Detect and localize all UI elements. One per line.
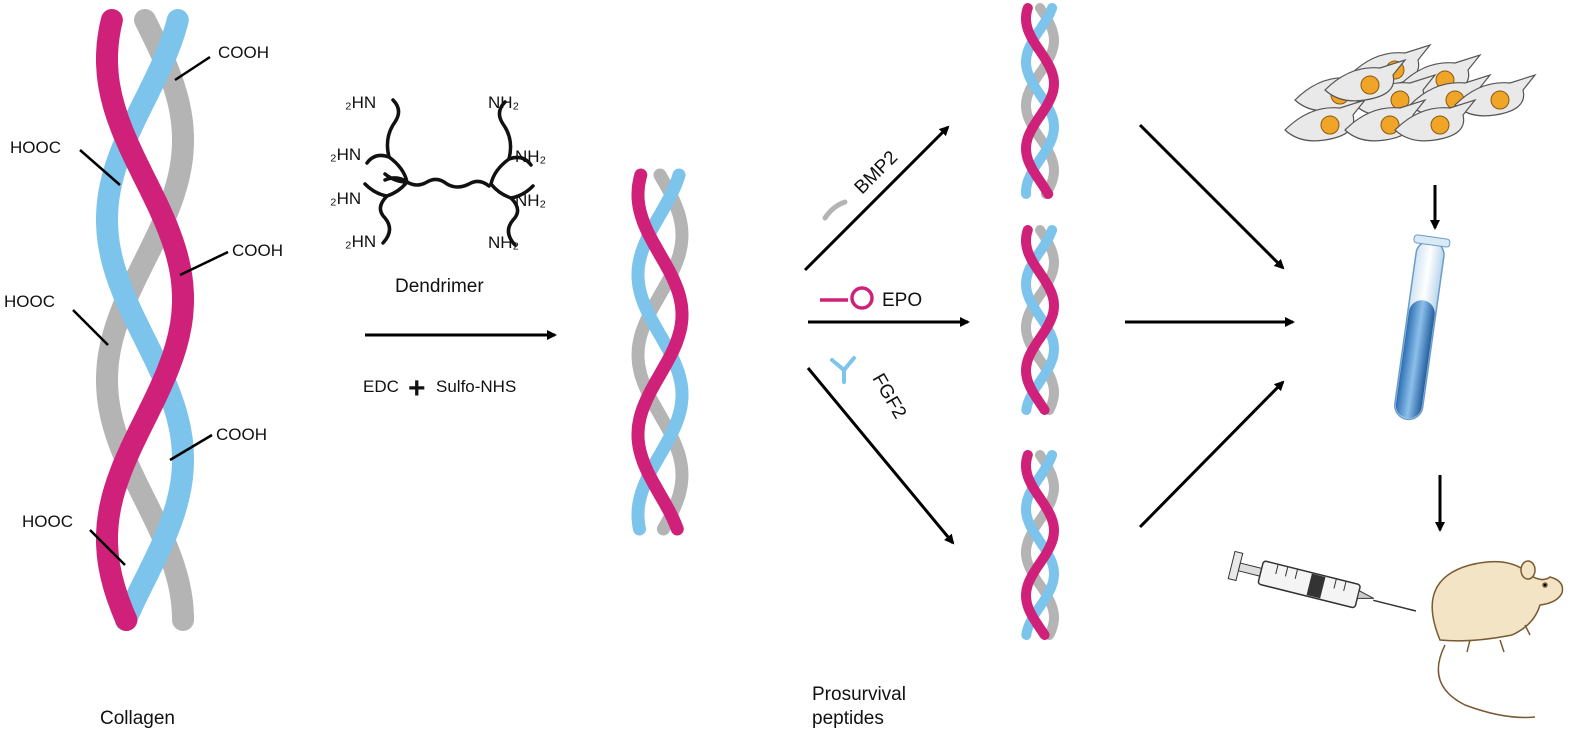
collagen-helices	[96, 3, 1060, 640]
dendrimer-caption: Dendrimer	[395, 276, 484, 297]
collagen-strand	[631, 168, 689, 536]
amine-group-label: NH₂	[488, 233, 519, 252]
test-tube-icon	[1394, 234, 1451, 421]
syringe-icon	[1227, 550, 1417, 612]
epo-collagen-helix	[1020, 225, 1060, 415]
collagen-triple-helix	[96, 9, 194, 631]
group-label-hooc: HOOC	[4, 292, 55, 311]
peptide-label-epo: EPO	[882, 290, 922, 311]
peptide-label-bmp2: BMP2	[851, 147, 902, 198]
group-label-cooh: COOH	[218, 43, 269, 62]
cell-nucleus	[1490, 90, 1510, 110]
collagen-strand	[1020, 225, 1060, 415]
dendrimer-collagen-helix	[631, 168, 689, 536]
bmp2-peptide-icon	[822, 199, 848, 221]
collagen-caption: Collagen	[100, 708, 175, 729]
group-label-hooc: HOOC	[22, 512, 73, 531]
reaction-arrows	[365, 123, 1445, 545]
plus-sign: +	[408, 372, 426, 405]
epo-peptide-icon	[820, 286, 874, 310]
cell-nucleus	[1360, 75, 1380, 95]
group-label-cooh: COOH	[216, 425, 267, 444]
collagen-strand	[631, 168, 689, 536]
collagen-strand	[1020, 3, 1060, 199]
amine-group-label: ₂HN	[330, 189, 361, 208]
bmp2-collagen-helix	[1020, 3, 1060, 199]
group-label-hooc: HOOC	[10, 138, 61, 157]
peptide-label-fgf2: FGF2	[868, 370, 910, 423]
amine-group-label: NH₂	[515, 191, 546, 210]
mouse-icon	[1431, 560, 1564, 719]
fgf2-peptide-icon	[830, 356, 856, 384]
amine-group-label: ₂HN	[345, 232, 376, 251]
collagen-strand	[1021, 450, 1060, 640]
fgf2-collagen-helix	[1020, 450, 1060, 640]
collagen-strand	[1021, 3, 1060, 199]
collagen-strand	[1021, 225, 1060, 415]
collagen-strand	[96, 9, 194, 631]
cell-sheet-icon	[1284, 43, 1537, 142]
dendrimer-structure	[363, 98, 535, 247]
amine-group-label: ₂HN	[330, 145, 361, 164]
amine-group-label: NH₂	[488, 93, 519, 112]
collagen-strand	[1020, 450, 1060, 640]
peptides-caption-line1: Prosurvival	[812, 684, 906, 705]
cell-nucleus	[1320, 115, 1340, 135]
reagent-edc: EDC	[363, 377, 399, 396]
group-label-cooh: COOH	[232, 241, 283, 260]
reagent-sulfo-nhs: Sulfo-NHS	[436, 377, 516, 396]
amine-group-label: NH₂	[515, 147, 546, 166]
collagen-strand	[96, 9, 194, 631]
amine-group-label: ₂HN	[345, 93, 376, 112]
collagen-group-labels	[72, 55, 229, 566]
cell-nucleus	[1430, 115, 1450, 135]
collagen-strand	[96, 9, 194, 631]
peptides-caption-line2: peptides	[812, 708, 884, 729]
cell-nucleus	[1380, 115, 1400, 135]
